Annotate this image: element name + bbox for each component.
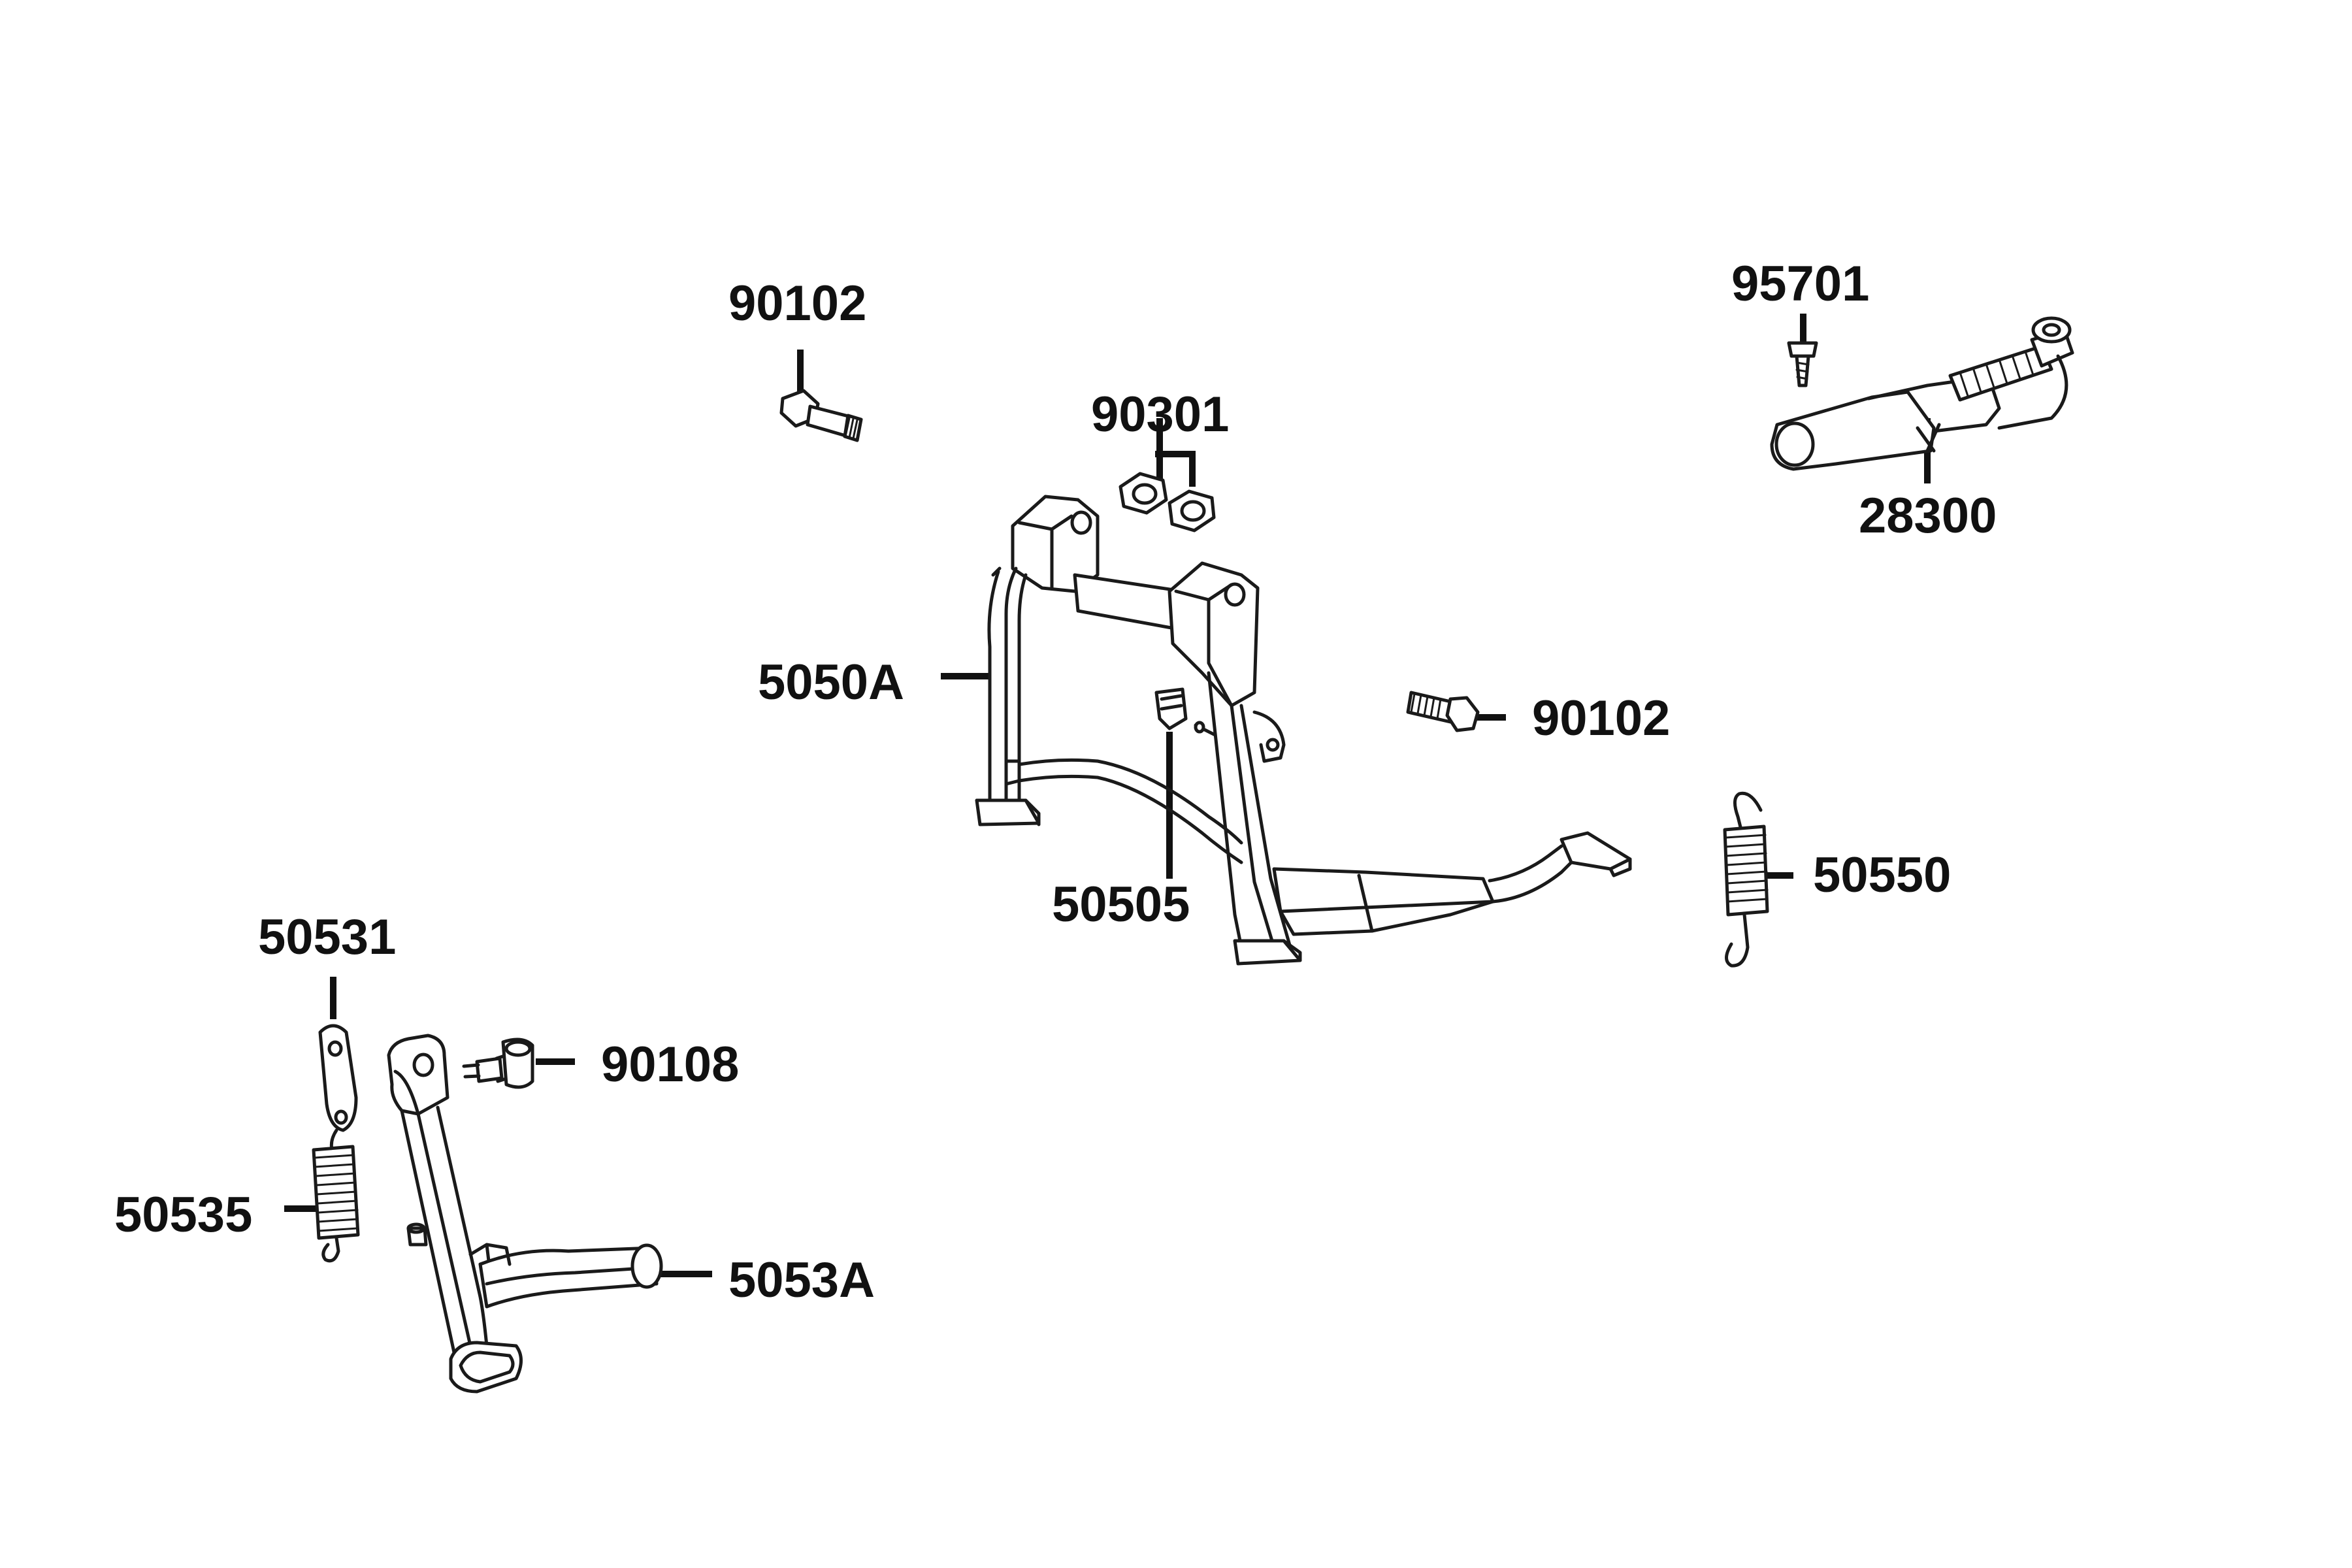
label-50535: 50535 — [114, 1187, 252, 1243]
label-50531: 50531 — [258, 909, 396, 965]
spring-50550 — [1723, 791, 1769, 968]
side-stand-5053a — [387, 1034, 663, 1394]
label-90102-top: 90102 — [728, 276, 866, 331]
kick-lever-28300 — [1770, 316, 2074, 471]
spring-50535 — [312, 1128, 360, 1263]
nuts-90301 — [1119, 472, 1216, 532]
label-50505: 50505 — [1052, 877, 1190, 932]
bolt-90102-top — [779, 389, 863, 442]
label-5053a: 5053A — [728, 1252, 875, 1308]
main-stand-5050a — [975, 495, 1632, 966]
bracket-50505 — [1154, 687, 1217, 737]
pivot-bolt-90108 — [462, 1037, 534, 1089]
label-50550: 50550 — [1813, 847, 1951, 903]
plate-50531 — [318, 1024, 358, 1132]
leader-lines — [284, 314, 1931, 1277]
screw-95701 — [1787, 341, 1818, 387]
label-95701: 95701 — [1731, 256, 1869, 312]
bolt-90102-right — [1406, 691, 1480, 732]
label-5050a: 5050A — [758, 655, 904, 710]
label-28300: 28300 — [1859, 488, 1997, 544]
label-90108: 90108 — [601, 1037, 739, 1092]
label-90102-right: 90102 — [1532, 691, 1670, 746]
